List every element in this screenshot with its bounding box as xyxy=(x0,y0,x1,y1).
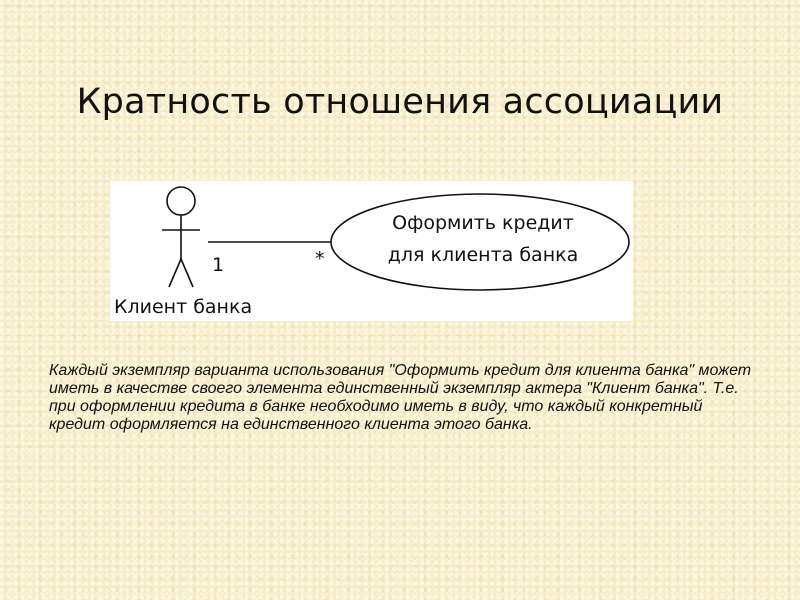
actor-head xyxy=(166,186,196,216)
actor-right-leg xyxy=(180,258,194,288)
actor-label: Клиент банка xyxy=(114,296,252,318)
use-case-label-line1: Оформить кредит xyxy=(392,212,574,234)
use-case-label-line2: для клиента банка xyxy=(388,244,578,266)
actor-multiplicity-label: 1 xyxy=(212,254,224,276)
actor-stick-figure-icon xyxy=(162,186,200,288)
use-case-multiplicity-label: * xyxy=(315,248,325,270)
uml-use-case-diagram: Клиент банка 1 * Оформить кредит для кли… xyxy=(110,181,633,321)
use-case-ellipse xyxy=(330,193,630,291)
slide-title: Кратность отношения ассоциации xyxy=(76,82,724,122)
diagram-canvas: Клиент банка 1 * Оформить кредит для кли… xyxy=(114,186,630,318)
description-paragraph: Каждый экземпляр варианта использования … xyxy=(49,362,752,433)
actor-left-leg xyxy=(168,258,182,288)
